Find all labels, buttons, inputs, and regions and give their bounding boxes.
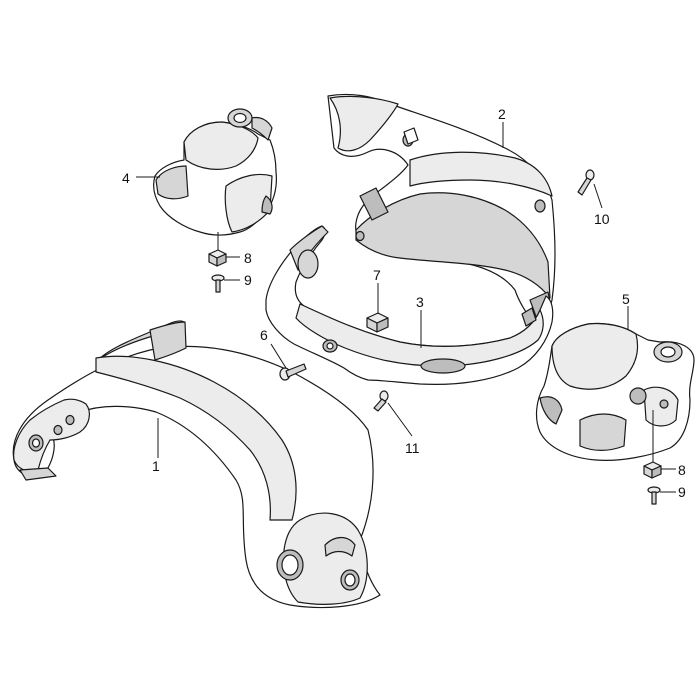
- callout-9-left: 9: [244, 272, 252, 288]
- callout-5: 5: [622, 291, 630, 307]
- part-4-left-switch-housing: [153, 108, 277, 236]
- leader-10: [593, 183, 603, 209]
- part-7-clip: [366, 312, 389, 333]
- part-8-clip-nut-left: [208, 249, 227, 267]
- callout-6: 6: [260, 327, 268, 343]
- leader-6: [270, 343, 287, 369]
- callout-2: 2: [498, 106, 506, 122]
- part-5-right-switch-housing: [535, 322, 695, 461]
- part-8-clip-nut-right: [643, 461, 662, 479]
- part-6-screw: [279, 363, 307, 381]
- leader-11: [387, 402, 413, 437]
- part-1-lower-cover: [12, 320, 381, 609]
- part-9-screw-left: [211, 274, 225, 293]
- part-9-screw-right: [647, 486, 661, 505]
- callout-8-left: 8: [244, 250, 252, 266]
- callout-3: 3: [416, 294, 424, 310]
- part-3-frame: [265, 225, 554, 385]
- callout-1: 1: [152, 458, 160, 474]
- callout-8-right: 8: [678, 462, 686, 478]
- callout-4: 4: [122, 170, 130, 186]
- callout-9-right: 9: [678, 484, 686, 500]
- callout-11: 11: [405, 440, 420, 456]
- part-10-screw: [577, 169, 595, 196]
- leader-lines: [136, 122, 676, 493]
- part-2-upper-rear-cover: [327, 93, 556, 331]
- callout-10: 10: [594, 211, 610, 227]
- part-11-screw: [373, 390, 389, 412]
- callout-7: 7: [373, 267, 381, 283]
